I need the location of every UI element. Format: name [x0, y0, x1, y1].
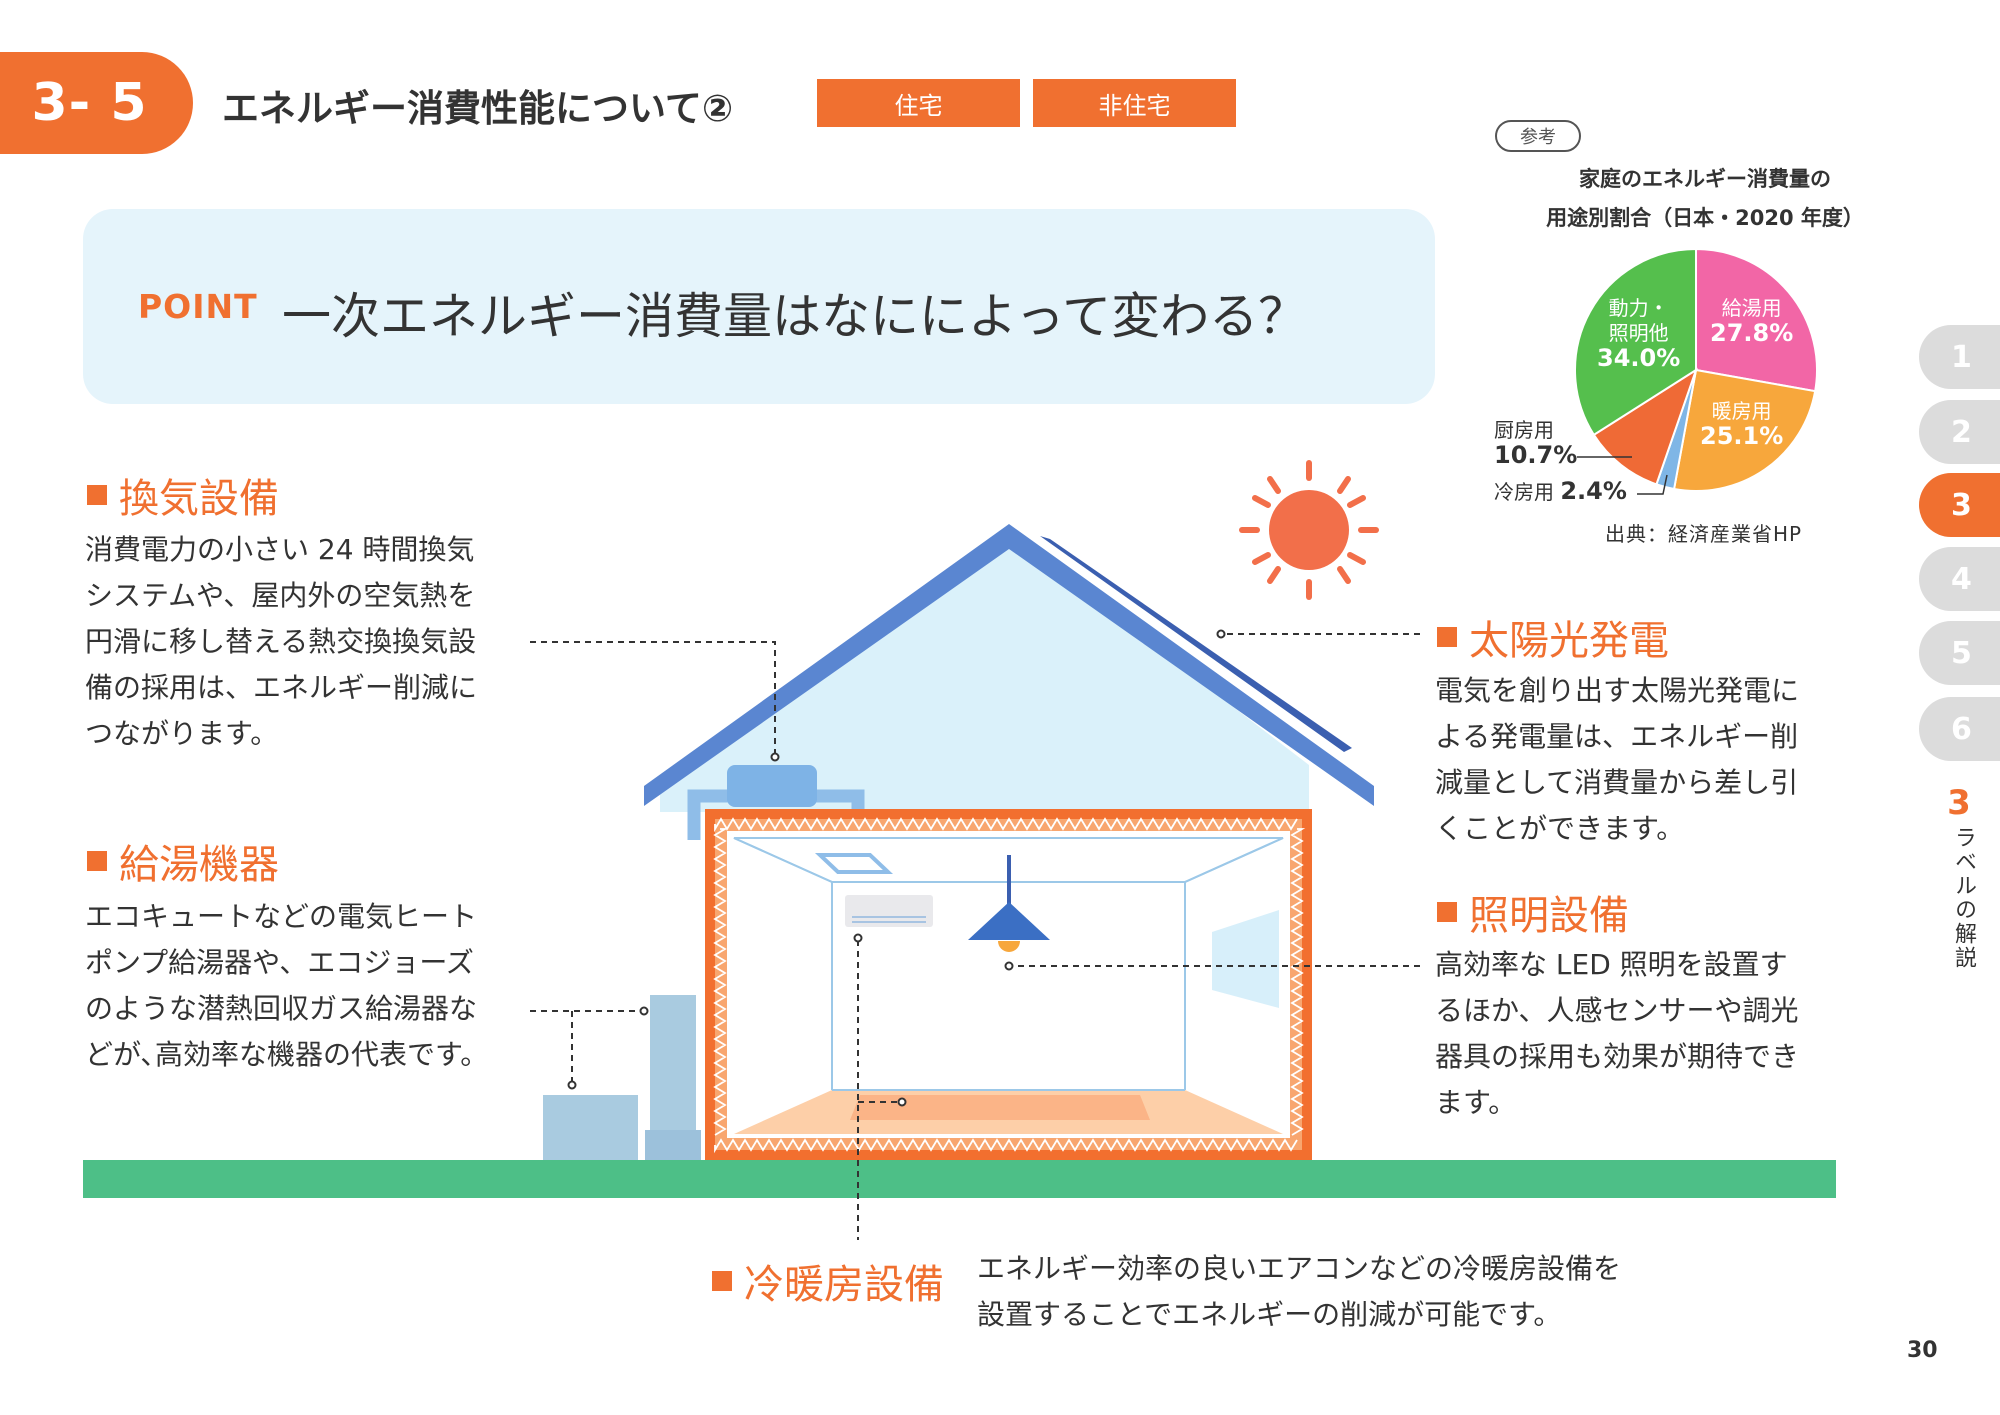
water-heater-description: エコキュートなどの電気ヒートポンプ給湯器や、エコジョーズのような潜熱回収ガス給湯…: [85, 900, 489, 1071]
chapter-number: 3: [1947, 783, 1971, 823]
pie-label-heating: 暖房用 25.1%: [1700, 399, 1784, 450]
pie-slice-heating: [1672, 368, 1817, 492]
sidebar-tab-5[interactable]: 5: [1919, 621, 2000, 685]
square-bullet-icon: [1437, 627, 1457, 647]
tag-residential[interactable]: 住宅: [817, 79, 1020, 127]
sidebar-tab-6[interactable]: 6: [1919, 697, 2000, 761]
sun-icon: [1239, 460, 1379, 600]
lighting-heading: 照明設備: [1437, 883, 1629, 941]
hvac-description: エネルギー効率の良いエアコンなどの冷暖房設備を設置することでエネルギーの削減が可…: [977, 1252, 1622, 1331]
square-bullet-icon: [87, 485, 107, 505]
chart-source: 出典：経済産業省HP: [1605, 522, 1803, 546]
attic: [660, 535, 1309, 812]
square-bullet-icon: [712, 1271, 732, 1291]
lighting-description: 高効率な LED 照明を設置するほか、人感センサーや調光器具の採用も効果が期待で…: [1435, 948, 1800, 1119]
point-label: POINT: [138, 287, 258, 326]
pendant-lamp-icon: [968, 902, 1050, 940]
sidebar-tab-3[interactable]: 3: [1919, 473, 2000, 537]
sidebar-tab-2[interactable]: 2: [1919, 400, 2000, 464]
ceiling-vent-icon: [814, 853, 894, 874]
leader-cooling: [1637, 474, 1668, 495]
pie-slice-kitchen: [1592, 367, 1698, 486]
ground: [83, 1160, 1836, 1198]
reference-badge: 参考: [1495, 120, 1581, 152]
water-heater-tank-icon: [650, 995, 696, 1130]
heat-pump-unit-icon: [543, 1095, 638, 1160]
square-bullet-icon: [1437, 902, 1457, 922]
pie-slice-power-lighting: [1574, 247, 1697, 437]
air-conditioner-icon: [845, 895, 933, 927]
section-number-badge: 3- 5: [0, 52, 193, 154]
sidebar-tab-4[interactable]: 4: [1919, 547, 2000, 611]
pie-label-cooling: 冷房用 2.4%: [1494, 477, 1627, 505]
sidebar-tab-1[interactable]: 1: [1919, 325, 2000, 389]
point-box: [83, 209, 1435, 404]
chapter-label: ラベルの解説: [1951, 826, 1976, 970]
window: [1212, 910, 1279, 1008]
ventilation-description: 消費電力の小さい 24 時間換気システムや、屋内外の空気熱を円滑に移し替える熱交…: [85, 533, 478, 750]
solar-heading: 太陽光発電: [1437, 608, 1669, 666]
pie-label-hot-water: 給湯用 27.8%: [1710, 296, 1794, 347]
tag-non-residential[interactable]: 非住宅: [1033, 79, 1236, 127]
page-title: エネルギー消費性能について②: [222, 87, 734, 130]
energy-usage-pie-chart: [1574, 247, 1818, 492]
solar-description: 電気を創り出す太陽光発電による発電量は、エネルギー削減量として消費量から差し引く…: [1435, 674, 1800, 845]
chart-title-line1: 家庭のエネルギー消費量の: [1579, 167, 1831, 191]
point-question: 一次エネルギー消費量はなにによって変わる？: [282, 288, 1308, 345]
square-bullet-icon: [87, 851, 107, 871]
ventilation-unit-icon: [727, 765, 817, 807]
water-heater-heading: 給湯機器: [87, 832, 279, 890]
chart-title-line2: 用途別割合（日本・2020 年度）: [1546, 206, 1864, 230]
ventilation-heading: 換気設備: [87, 466, 279, 524]
page-number: 30: [1907, 1338, 1938, 1363]
pie-label-power-lighting: 動力・ 照明他 34.0%: [1597, 296, 1681, 372]
solar-panel-icon: [1040, 536, 1352, 752]
pie-label-kitchen: 厨房用 10.7%: [1494, 418, 1578, 469]
hvac-heading: 冷暖房設備: [712, 1252, 944, 1310]
pie-slice-hot-water: [1695, 247, 1818, 393]
ventilation-duct: [687, 789, 865, 840]
